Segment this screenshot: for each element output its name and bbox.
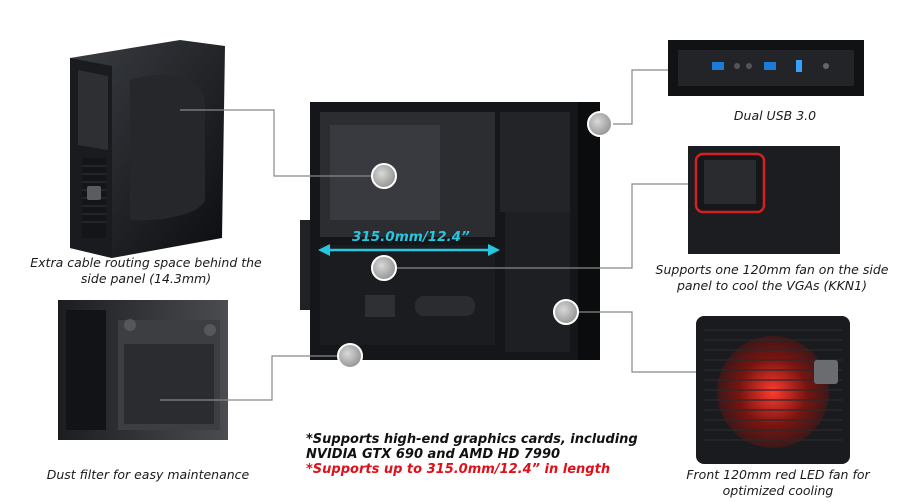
usb-panel-photo <box>668 40 864 96</box>
connector-front-fan <box>566 311 696 373</box>
callout-dot-usb <box>587 111 613 137</box>
callout-dot-side-fan <box>371 255 397 281</box>
tower-case-photo <box>70 40 225 258</box>
caption-front-fan: Front 120mm red LED fan for optimized co… <box>686 467 870 498</box>
connector-side-fan <box>384 183 688 269</box>
dimension-label: 315.0mm/12.4” <box>352 229 470 245</box>
caption-dust-filter: Dust filter for easy maintenance <box>46 467 250 482</box>
connector-dust <box>160 355 350 401</box>
connector-cable <box>180 109 384 177</box>
caption-cable-routing: Extra cable routing space behind the sid… <box>30 255 262 286</box>
note-line-2: NVIDIA GTX 690 and AMD HD 7990 <box>306 447 561 462</box>
front-fan-photo <box>696 316 850 464</box>
caption-side-fan: Supports one 120mm fan on the side panel… <box>655 262 889 293</box>
connector-usb <box>600 69 668 125</box>
note-line-1: *Supports high-end graphics cards, inclu… <box>306 432 638 447</box>
caption-dual-usb: Dual USB 3.0 <box>733 108 817 123</box>
graphics-card-note: *Supports high-end graphics cards, inclu… <box>306 432 646 477</box>
callout-dot-front-fan <box>553 299 579 325</box>
side-fan-photo <box>688 146 840 254</box>
callout-dot-dust <box>337 343 363 369</box>
dust-filter-photo <box>58 300 228 440</box>
callout-dot-cable <box>371 163 397 189</box>
dimension-arrow <box>318 244 500 256</box>
note-line-3: *Supports up to 315.0mm/12.4” in length <box>306 462 611 477</box>
